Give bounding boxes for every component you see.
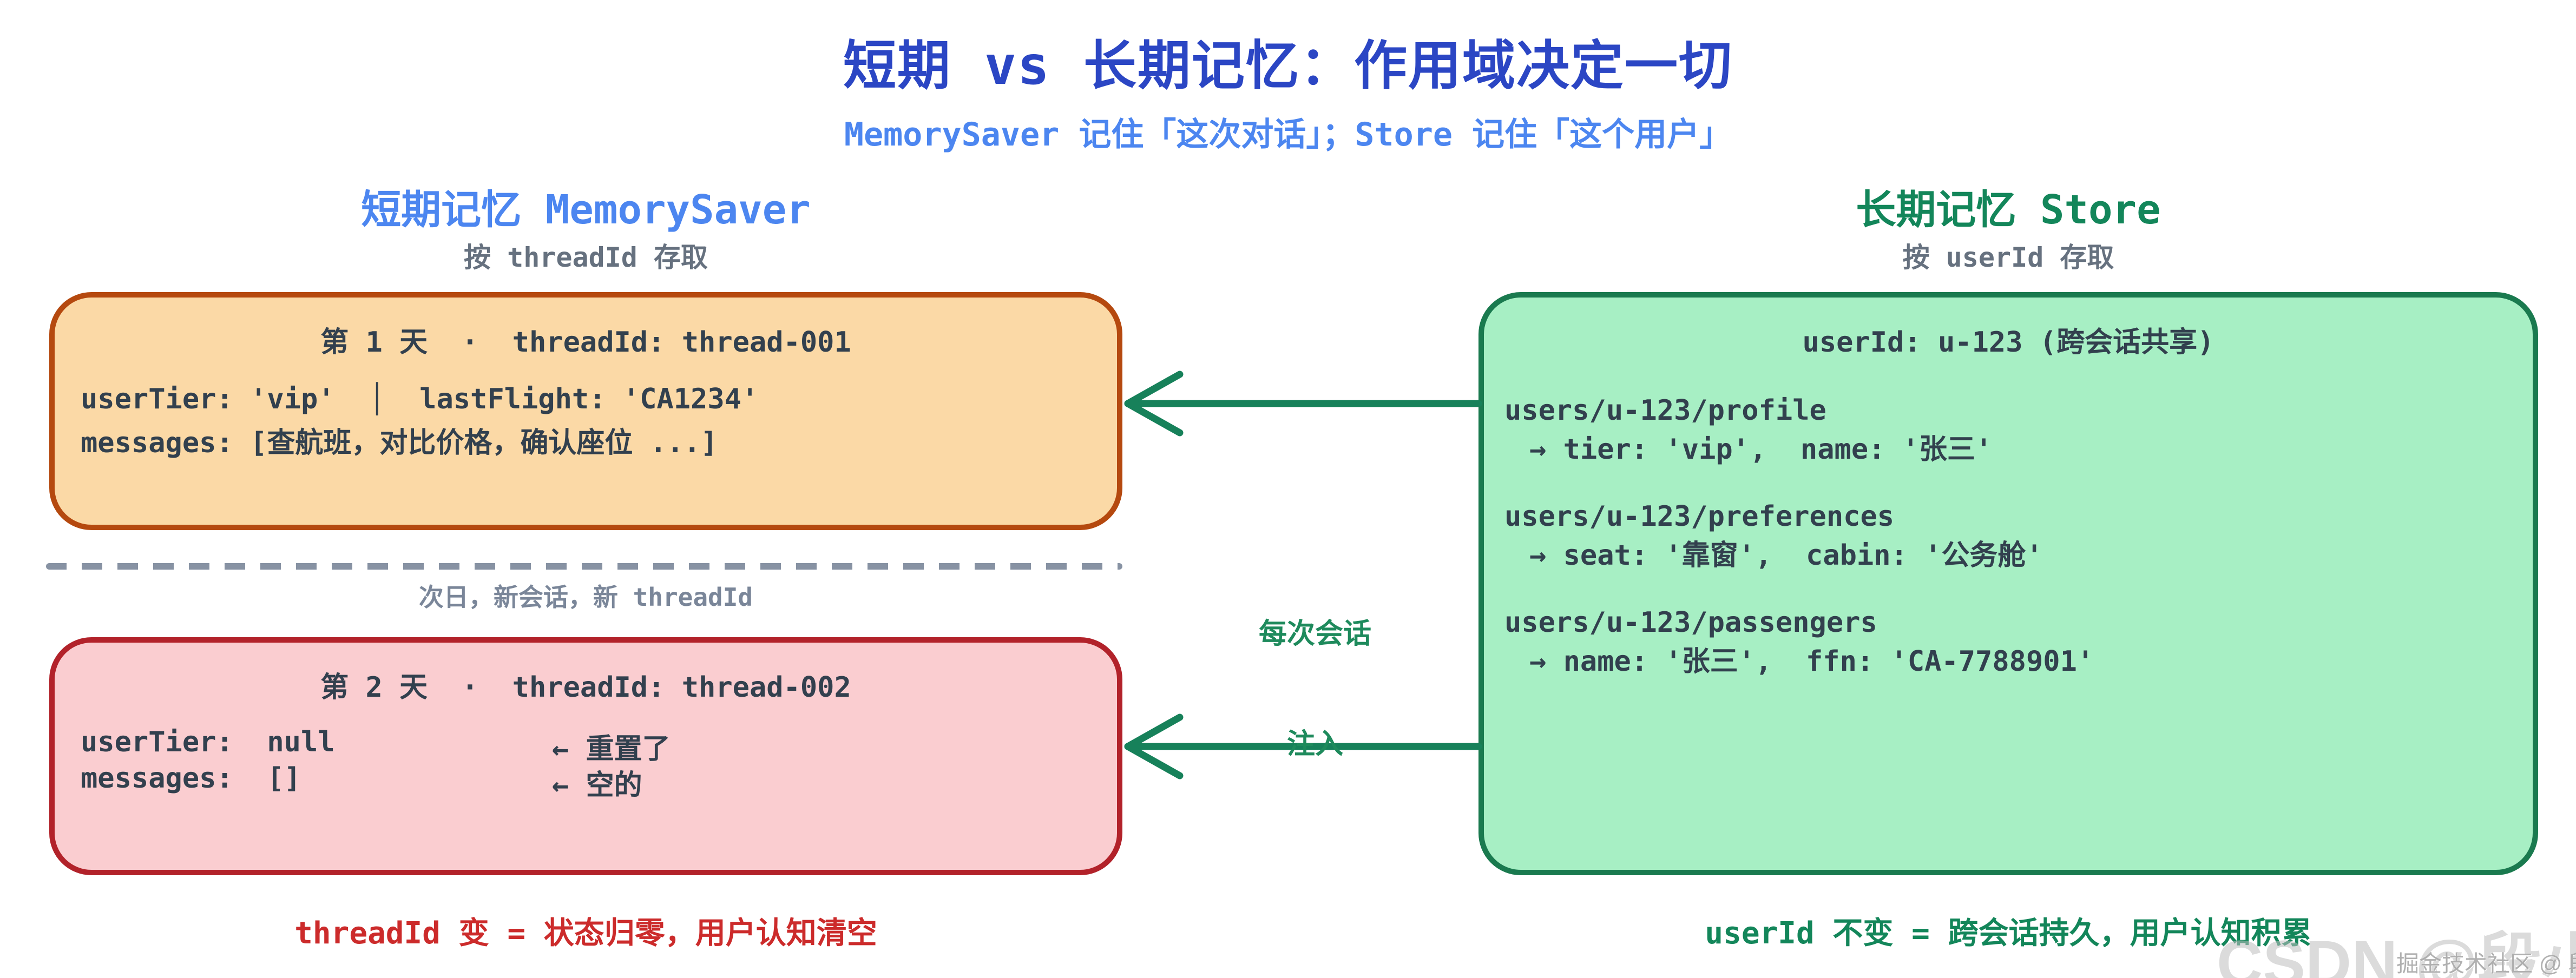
store-entry-path: users/u-123/profile <box>1504 394 1826 427</box>
inject-label: 每次会话 注入 <box>1169 542 1461 836</box>
store-entry: users/u-123/passengers → name: '张三', ffn… <box>1504 606 2512 678</box>
day2-messages-note: ← 空的 <box>552 769 642 802</box>
store-entry-value: → name: '张三', ffn: 'CA-7788901' <box>1529 645 2094 678</box>
long-term-caption: userId 不变 = 跨会话持久，用户认知积累 <box>1705 916 2312 951</box>
day2-box-header: 第 2 天 · threadId: thread-002 <box>320 671 851 704</box>
day2-messages-line: messages: [] <box>81 762 301 795</box>
store-entry-value: → seat: '靠窗', cabin: '公务舱' <box>1529 539 2043 572</box>
short-term-heading: 短期记忆 MemorySaver <box>361 187 811 233</box>
inject-label-line1: 每次会话 <box>1258 618 1371 650</box>
long-term-subheading: 按 userId 存取 <box>1902 242 2114 273</box>
day2-session-box: 第 2 天 · threadId: thread-002 userTier: n… <box>49 637 1122 875</box>
day2-usertier-line: userTier: null <box>81 726 335 758</box>
store-entries: users/u-123/profile → tier: 'vip', name:… <box>1504 394 2512 712</box>
session-divider-line <box>46 563 1122 570</box>
page-title: 短期 vs 长期记忆：作用域决定一切 <box>843 35 1733 97</box>
short-term-subheading: 按 threadId 存取 <box>463 242 708 273</box>
csdn-watermark: CSDN @段小二 <box>2217 928 2576 978</box>
page-subtitle: MemorySaver 记住「这次对话」；Store 记住「这个用户」 <box>844 116 1732 154</box>
day1-messages-line: messages: [查航班，对比价格，确认座位 ...] <box>81 427 718 459</box>
store-box-header: userId: u-123 (跨会话共享) <box>1802 326 2214 359</box>
store-box: userId: u-123 (跨会话共享) users/u-123/profil… <box>1478 292 2538 875</box>
store-entry-path: users/u-123/preferences <box>1504 500 1895 533</box>
juejin-watermark: 掘金技术社区 @ 段小二 <box>2396 951 2576 976</box>
store-entry: users/u-123/preferences → seat: '靠窗', ca… <box>1504 500 2512 572</box>
session-divider-label: 次日，新会话，新 threadId <box>418 583 753 612</box>
inject-arrow-top-icon <box>1124 371 1482 437</box>
day1-state-line: userTier: 'vip' │ lastFlight: 'CA1234' <box>81 383 759 415</box>
store-entry-path: users/u-123/passengers <box>1504 606 1877 639</box>
day2-usertier-note: ← 重置了 <box>552 733 671 765</box>
store-entry-value: → tier: 'vip', name: '张三' <box>1529 433 1993 466</box>
long-term-heading: 长期记忆 Store <box>1856 187 2161 233</box>
inject-label-line2: 注入 <box>1286 729 1343 760</box>
day1-box-header: 第 1 天 · threadId: thread-001 <box>320 326 851 359</box>
store-entry: users/u-123/profile → tier: 'vip', name:… <box>1504 394 2512 466</box>
day1-session-box: 第 1 天 · threadId: thread-001 userTier: '… <box>49 292 1122 530</box>
short-term-caption: threadId 变 = 状态归零，用户认知清空 <box>294 916 877 951</box>
inject-arrow-bottom-icon <box>1124 713 1482 779</box>
